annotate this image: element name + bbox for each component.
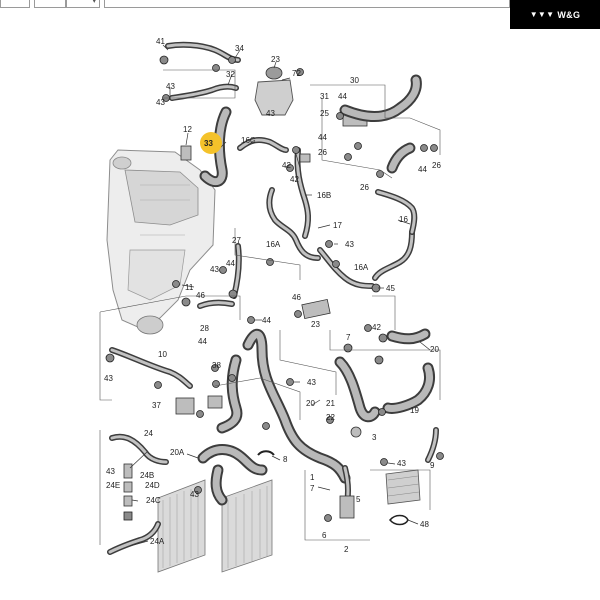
callout-11[interactable]: 11: [185, 283, 194, 292]
callout-43[interactable]: 43: [345, 240, 354, 249]
callout-20[interactable]: 20: [306, 399, 315, 408]
callout-20A[interactable]: 20A: [170, 448, 185, 457]
expansion-tank: [254, 66, 294, 116]
callout-25[interactable]: 25: [320, 109, 329, 118]
callout-43[interactable]: 43: [397, 459, 406, 468]
callout-42[interactable]: 42: [290, 175, 299, 184]
callout-34[interactable]: 34: [235, 44, 244, 53]
callout-44[interactable]: 44: [262, 316, 271, 325]
callout-19[interactable]: 19: [410, 406, 419, 415]
callout-28[interactable]: 28: [200, 324, 209, 333]
callout-31[interactable]: 31: [320, 92, 329, 101]
toolbar-dropdown[interactable]: ▾: [66, 0, 100, 8]
clamps-and-fittings: [105, 55, 444, 526]
callout-44[interactable]: 44: [198, 337, 207, 346]
callout-30[interactable]: 30: [350, 76, 359, 85]
callout-44[interactable]: 44: [418, 165, 427, 174]
highlight-marker[interactable]: [200, 132, 222, 154]
callout-3[interactable]: 3: [372, 433, 377, 442]
callout-44[interactable]: 44: [318, 133, 327, 142]
callout-72[interactable]: 72: [292, 69, 301, 78]
callout-9[interactable]: 9: [430, 461, 435, 470]
callout-45[interactable]: 45: [386, 284, 395, 293]
callout-43[interactable]: 43: [190, 490, 199, 499]
callout-24[interactable]: 24: [144, 429, 153, 438]
callout-23[interactable]: 23: [271, 55, 280, 64]
callout-17[interactable]: 17: [333, 221, 342, 230]
brand-name: W&G: [557, 9, 581, 20]
callout-1[interactable]: 1: [310, 473, 315, 482]
leader-lines: [129, 44, 431, 547]
callout-43[interactable]: 43: [210, 265, 219, 274]
callout-16A-upper[interactable]: 16A: [266, 240, 281, 249]
callout-7[interactable]: 7: [346, 333, 351, 342]
callout-42[interactable]: 42: [372, 323, 381, 332]
callout-32[interactable]: 32: [226, 70, 235, 79]
radiator-right: [221, 479, 273, 573]
callout-37[interactable]: 37: [152, 401, 161, 410]
callout-2[interactable]: 2: [344, 545, 349, 554]
callout-26[interactable]: 26: [360, 183, 369, 192]
toolbar-field[interactable]: [104, 0, 510, 8]
callout-38[interactable]: 38: [212, 361, 221, 370]
brand-logo: ▼▼▼ W&G: [510, 0, 600, 29]
callout-16C[interactable]: 16C: [241, 136, 256, 145]
callout-43[interactable]: 43: [166, 82, 175, 91]
callout-24C[interactable]: 24C: [146, 496, 161, 505]
callout-7[interactable]: 7: [310, 484, 315, 493]
callout-21[interactable]: 21: [326, 399, 335, 408]
callout-8[interactable]: 8: [283, 455, 288, 464]
callout-23[interactable]: 23: [311, 320, 320, 329]
toolbar-strip: ▾: [0, 0, 510, 8]
callout-10[interactable]: 10: [158, 350, 167, 359]
callout-43[interactable]: 43: [104, 374, 113, 383]
radiator-left: [157, 479, 206, 573]
callout-44[interactable]: 44: [338, 92, 347, 101]
callout-6[interactable]: 6: [322, 531, 327, 540]
callout-46[interactable]: 46: [292, 293, 301, 302]
callout-43[interactable]: 43: [307, 378, 316, 387]
callout-16A[interactable]: 16A: [354, 263, 369, 272]
callout-16B[interactable]: 16B: [317, 191, 331, 200]
callout-44[interactable]: 44: [226, 259, 235, 268]
callout-46[interactable]: 46: [196, 291, 205, 300]
callout-33[interactable]: 33: [204, 139, 213, 148]
coolant-hoses: [197, 74, 436, 506]
callout-5[interactable]: 5: [356, 495, 361, 504]
callout-24D[interactable]: 24D: [145, 481, 160, 490]
callout-16[interactable]: 16: [399, 215, 408, 224]
assembly-outlines: [99, 69, 441, 545]
brand-mark-icon: ▼▼▼: [529, 10, 555, 19]
callout-20[interactable]: 20: [430, 345, 439, 354]
callout-43[interactable]: 43: [106, 467, 115, 476]
oil-cooler: [385, 469, 421, 505]
callout-22[interactable]: 22: [326, 413, 335, 422]
callout-41[interactable]: 41: [156, 37, 165, 46]
callout-43[interactable]: 43: [266, 109, 275, 118]
callout-26[interactable]: 26: [318, 148, 327, 157]
chevron-down-icon: ▾: [92, 0, 96, 5]
callout-labels: 41 34 23 32 43 72 43 43 30 31 44 25 12 3…: [104, 37, 441, 554]
toolbar-button[interactable]: [34, 0, 66, 8]
callout-26[interactable]: 26: [432, 161, 441, 170]
callout-24B[interactable]: 24B: [140, 471, 154, 480]
callout-42[interactable]: 42: [282, 161, 291, 170]
callout-12[interactable]: 12: [183, 125, 192, 134]
callout-24A[interactable]: 24A: [150, 537, 165, 546]
callout-48[interactable]: 48: [420, 520, 429, 529]
toolbar-button[interactable]: [0, 0, 30, 8]
callout-24E[interactable]: 24E: [106, 481, 120, 490]
callout-27[interactable]: 27: [232, 236, 241, 245]
callout-43[interactable]: 43: [156, 98, 165, 107]
